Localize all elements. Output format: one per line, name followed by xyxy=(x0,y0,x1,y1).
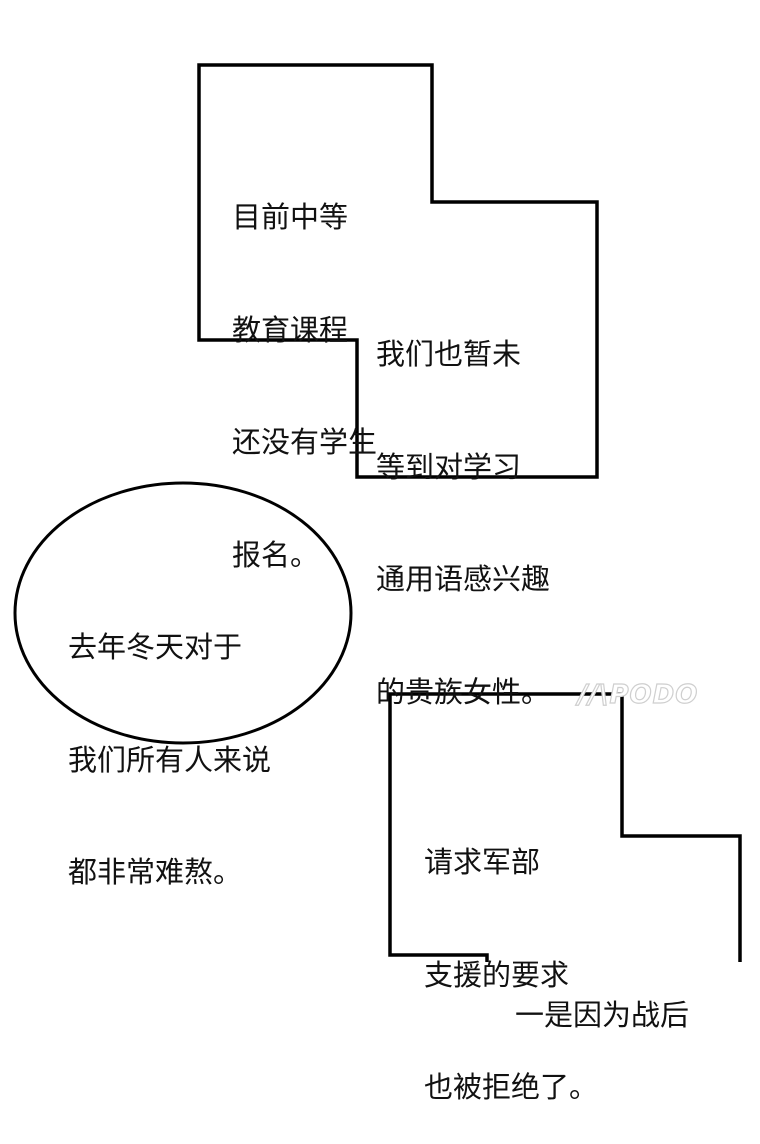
bubble-text: 去年冬天对于 我们所有人来说 都非常难熬。 xyxy=(68,554,271,929)
panel-shapes xyxy=(13,63,742,962)
text-line: 去年冬天对于 xyxy=(68,630,243,664)
text-line: 我们也暂未 xyxy=(376,337,522,371)
text-line: 通用语感兴趣 xyxy=(376,562,551,596)
text-line: 还没有学生 xyxy=(232,425,378,459)
narration-text-1: 目前中等 教育课程 还没有学生 报名。 xyxy=(232,124,377,612)
narration-box-2 xyxy=(388,692,742,962)
text-line: 等到对学习 xyxy=(376,449,522,484)
text-line: 也被拒绝了。 xyxy=(424,1070,599,1104)
text-line: 目前中等 xyxy=(232,200,349,234)
text-line: 都非常难熬。 xyxy=(68,855,243,889)
speech-bubble xyxy=(13,481,353,745)
text-line: 我们所有人来说 xyxy=(68,742,272,777)
text-line: 请求军部 xyxy=(424,845,541,879)
text-line: 的贵族女性。 xyxy=(376,674,551,709)
podo-watermark: //\PODO xyxy=(577,679,699,710)
narration-text-1b: 我们也暂未 等到对学习 通用语感兴趣 的贵族女性。 xyxy=(376,261,550,749)
narration-box-1 xyxy=(197,63,599,479)
text-line: 教育课程 xyxy=(232,312,349,347)
text-line: 报名。 xyxy=(232,537,320,572)
text-line: 一是因为战后 xyxy=(515,998,690,1032)
narration-text-2b: 一是因为战后 xyxy=(515,922,689,1072)
